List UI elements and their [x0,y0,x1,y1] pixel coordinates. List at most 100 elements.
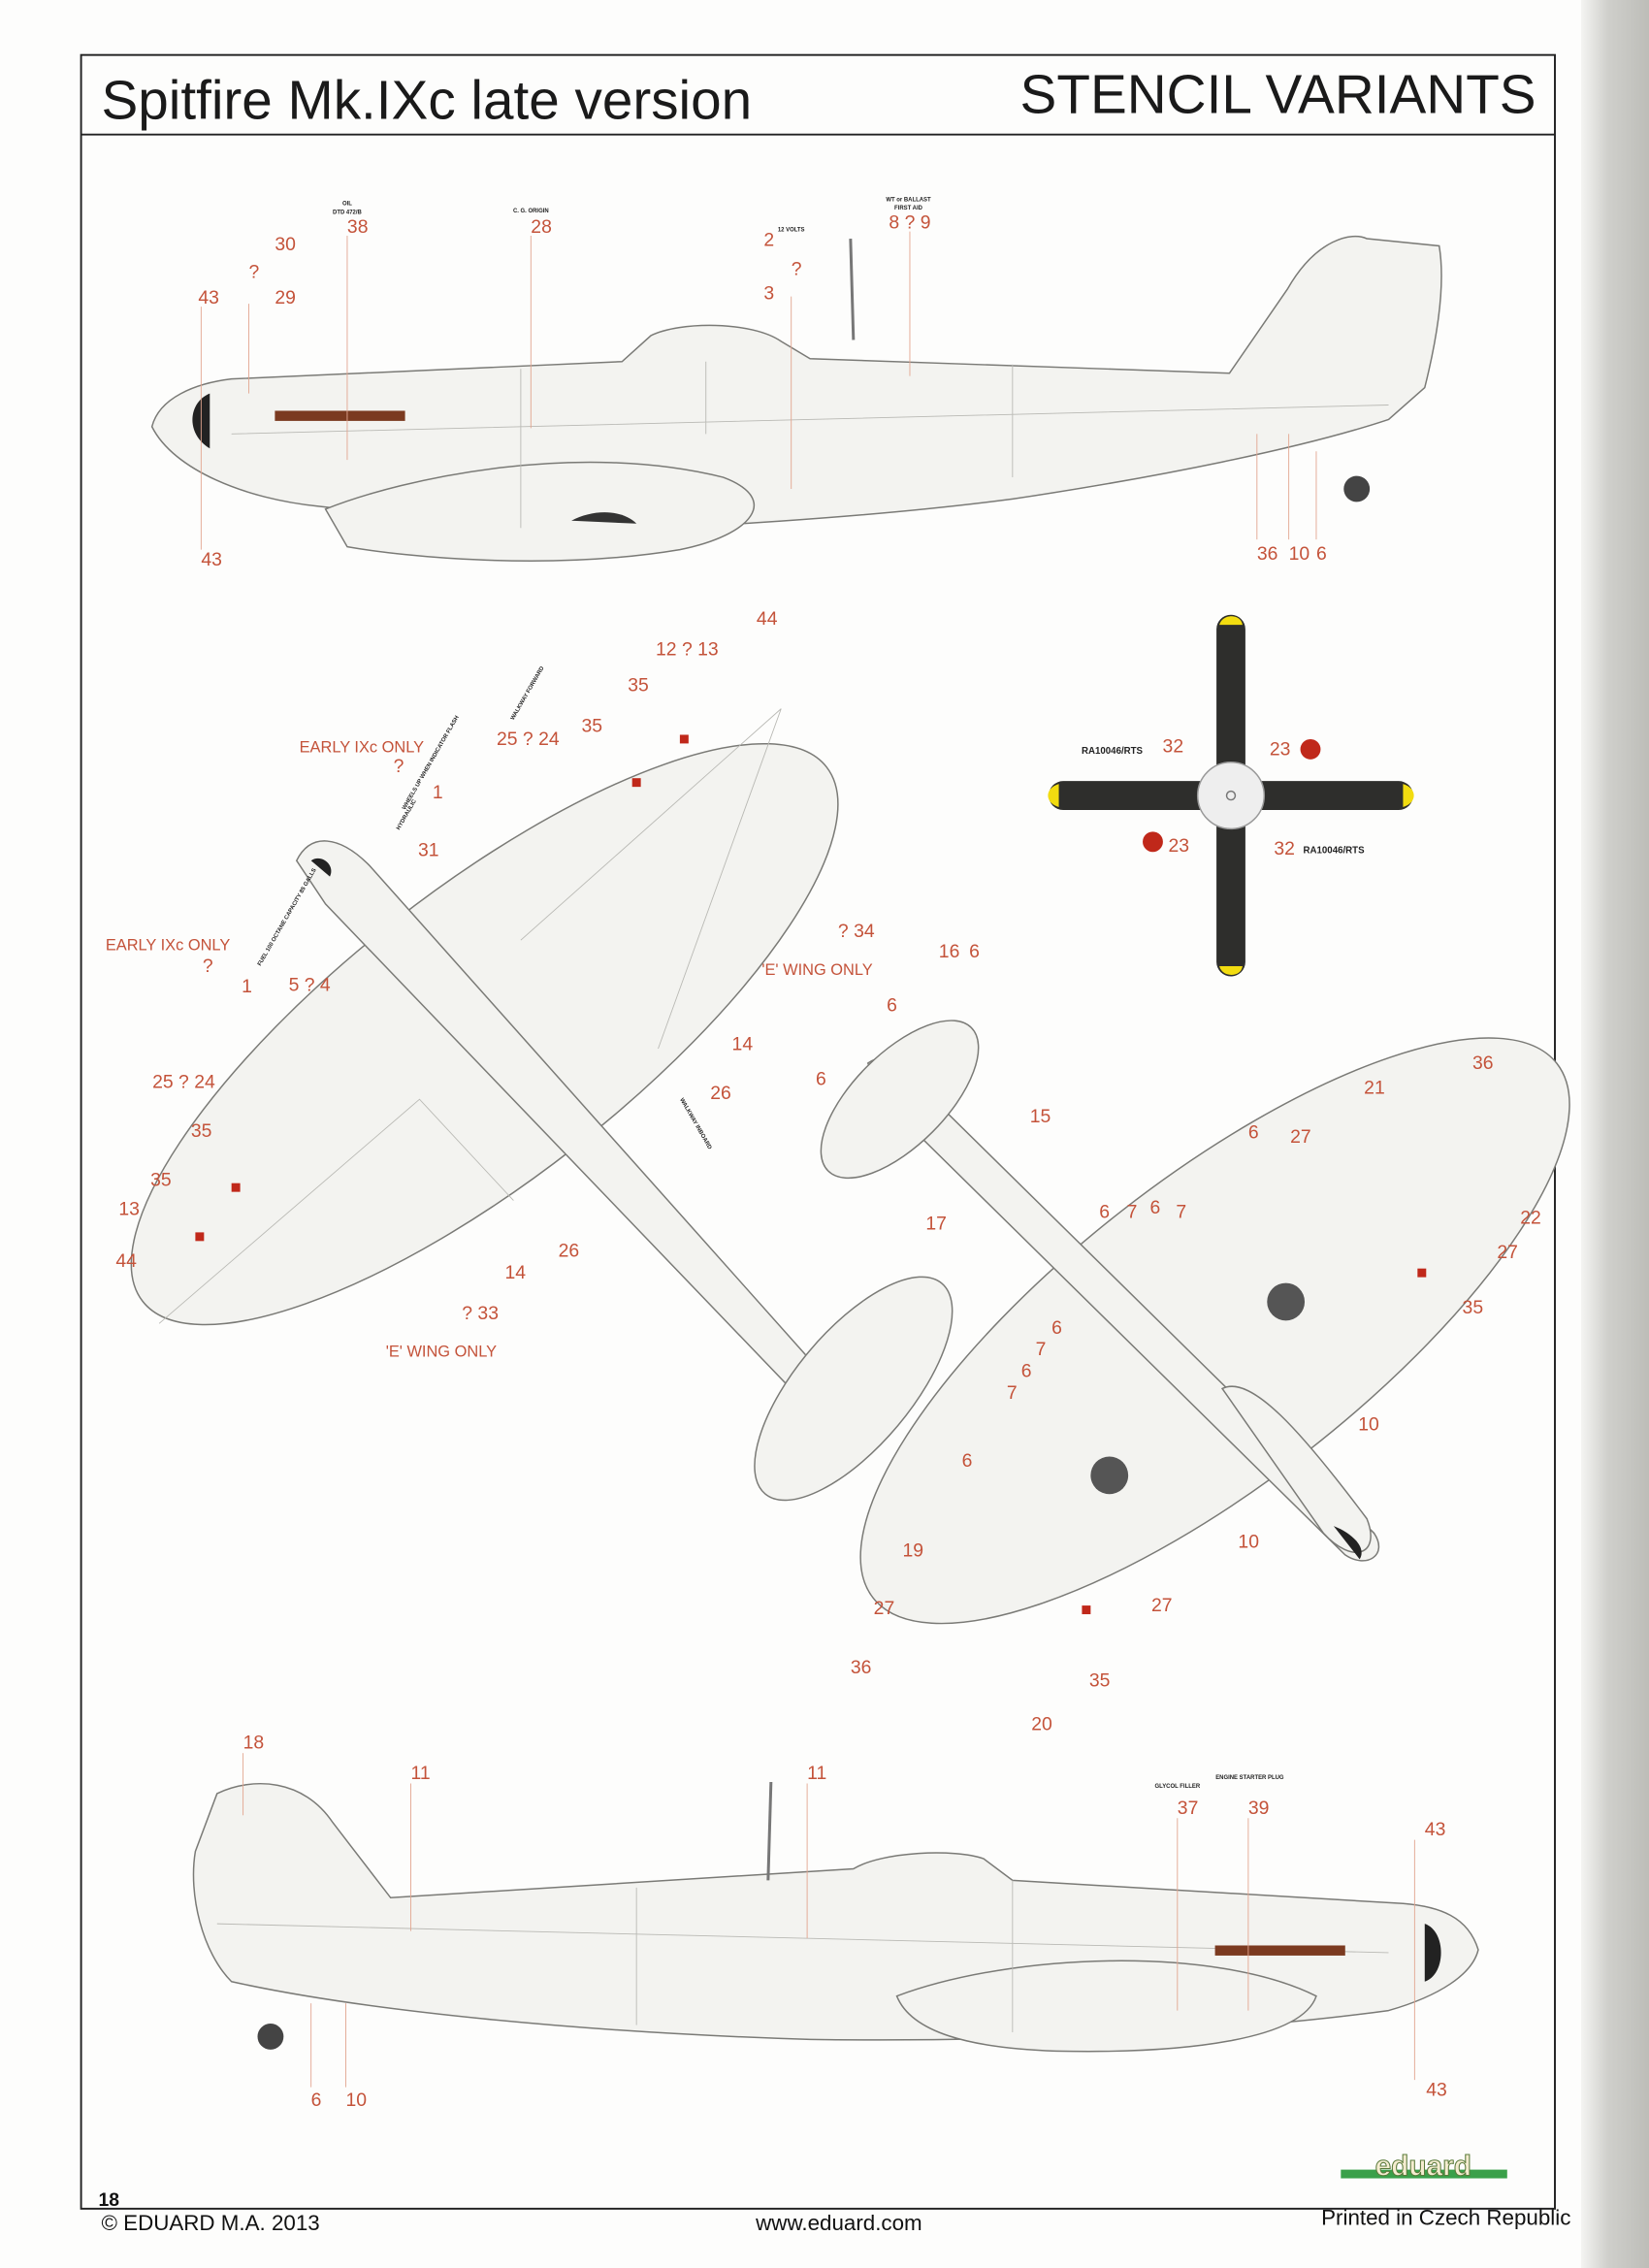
upper-plan-callout: 14 [732,1034,754,1055]
leader-lines-top [200,231,1317,550]
side-view-bottom-aircraft [192,1781,1479,2053]
upper-plan-callout: 35 [581,715,602,736]
lower-plan-callout: 22 [1520,1207,1541,1228]
propeller-callout: 23 [1169,835,1190,857]
side-view-bottom-callout: 43 [1425,1819,1446,1840]
side-view-bottom-callout: 39 [1248,1798,1270,1819]
tail-wheel [1343,475,1371,502]
annotation-walkway-inboard: WALKWAY INBOARD [678,1097,712,1150]
annotation-dtd: DTD 472/B [333,211,362,216]
lower-plan-callout: 6 [1099,1201,1110,1222]
upper-plan-callout: ? [203,956,213,977]
side-view-top-callout: 43 [198,287,219,308]
upper-plan-callout: EARLY IXc ONLY [106,937,231,955]
lower-plan-callout: 7 [1036,1339,1047,1360]
upper-plan-callout: 25 ? 24 [152,1071,215,1092]
side-view-bottom-callout: 11 [411,1763,431,1784]
scan-page-edge [1581,0,1649,2268]
upper-plan-callout: 44 [757,608,778,630]
propeller-callout: 23 [1270,738,1291,760]
propeller-callout: RA10046/RTS [1304,846,1366,857]
lower-plan-callout: 20 [1031,1713,1052,1734]
side-view-top-callout: ? [792,258,802,279]
lower-plan-callout: 6 [969,941,980,962]
lower-plan-callout: 7 [1127,1201,1138,1222]
propeller [1048,614,1414,977]
lower-plan-callout: 6 [887,994,897,1016]
lower-plan-callout: 6 [962,1450,973,1472]
page-subtitle: STENCIL VARIANTS [1020,64,1536,125]
side-view-top-callout: 8 ? 9 [889,212,930,234]
annotation-glycol-filler: GLYCOL FILLER [1155,1784,1201,1790]
lower-plan-callout: 16 [939,941,960,962]
upper-plan-callout: 35 [628,675,649,697]
lower-plan-callout: 27 [874,1598,895,1619]
upper-plan-callout: 31 [418,840,439,861]
side-view-bottom-callout: 37 [1178,1798,1199,1819]
lower-plan-callout: 6 [1149,1197,1160,1218]
propeller-callout: 32 [1274,838,1295,859]
lower-plan-callout: 36 [1472,1053,1494,1074]
eduard-logo: eduard [1341,2150,1507,2183]
lower-plan-aircraft [820,1020,1570,1625]
exhaust-stacks [275,410,405,421]
lower-plan-callout: 6 [1051,1317,1062,1339]
lower-plan-callout: 27 [1151,1595,1173,1616]
annotation-12-volts: 12 VOLTS [778,228,805,234]
lower-plan-callout: 6 [1248,1121,1259,1143]
svg-text:eduard: eduard [1375,2151,1471,2183]
lower-plan-callout: 36 [851,1657,872,1678]
side-view-top-callout: 10 [1289,543,1310,565]
side-view-bottom-callout: 6 [311,2090,322,2111]
annotation-engine-starter-plug: ENGINE STARTER PLUG [1215,1775,1284,1781]
lower-plan-callout: 21 [1364,1077,1385,1098]
leader-lines-bottom [242,1753,1415,2088]
side-view-top-callout: 2 [763,229,774,250]
lower-plan-callout: 27 [1497,1242,1518,1263]
side-view-top-callout: 29 [275,287,296,308]
side-view-bottom-callout: 18 [243,1733,265,1754]
side-view-top-aircraft [150,235,1442,562]
annotation-oil: OIL [342,202,352,208]
side-view-top-callout: 6 [1316,543,1327,565]
side-view-top-callout: 28 [531,216,552,238]
propeller-callout: RA10046/RTS [1082,746,1144,757]
upper-plan-callout: ? 33 [462,1303,499,1324]
lower-plan-callout: 35 [1463,1297,1484,1318]
upper-plan-callout: 1 [242,976,252,997]
copyright: © EDUARD M.A. 2013 [101,2211,319,2235]
upper-plan-callout: 35 [191,1120,212,1142]
lower-plan-callout: 7 [1007,1382,1018,1404]
side-view-top-callout: ? [249,261,260,282]
upper-plan-callout: 13 [118,1198,140,1219]
annotation-walkway-forward: WALKWAY FORWARD [510,665,546,722]
lower-plan-callout: 6 [1021,1360,1032,1381]
side-view-bottom-callout: 11 [807,1763,826,1784]
upper-plan-callout: 44 [115,1250,137,1272]
side-view-bottom-callout: 10 [345,2090,367,2111]
upper-plan-callout: 'E' WING ONLY [761,961,872,979]
upper-plan-callout: ? 34 [838,921,875,942]
upper-plan-callout: ? [394,756,404,777]
lower-plan-callout: 27 [1290,1126,1311,1148]
lower-plan-callout: 17 [925,1213,947,1234]
upper-plan-callout: 35 [150,1170,172,1191]
propeller-callout: 32 [1163,735,1184,757]
lower-plan-callout: 10 [1238,1531,1259,1552]
page-number: 18 [98,2189,119,2211]
website-link[interactable]: www.eduard.com [755,2211,922,2235]
printed-in: Printed in Czech Republic [1321,2205,1570,2229]
lower-plan-callout: 6 [816,1068,826,1089]
upper-plan-callout: 12 ? 13 [656,638,719,660]
side-view-top-callout: 38 [347,216,369,238]
lower-plan-callout: 35 [1089,1670,1111,1692]
upper-plan-callout: 25 ? 24 [497,729,560,750]
side-view-bottom-callout: 43 [1426,2080,1447,2101]
upper-plan-callout: 5 ? 4 [289,974,331,995]
annotation-cg-origin: C. G. ORIGIN [513,209,549,214]
upper-plan-callout: EARLY IXc ONLY [300,738,425,756]
annotation-wheels-up: WHEELS UP WHEN INDICATOR FLASH [402,715,461,811]
lower-plan-callout: 10 [1358,1414,1379,1436]
lower-plan-callout: 7 [1176,1201,1186,1222]
